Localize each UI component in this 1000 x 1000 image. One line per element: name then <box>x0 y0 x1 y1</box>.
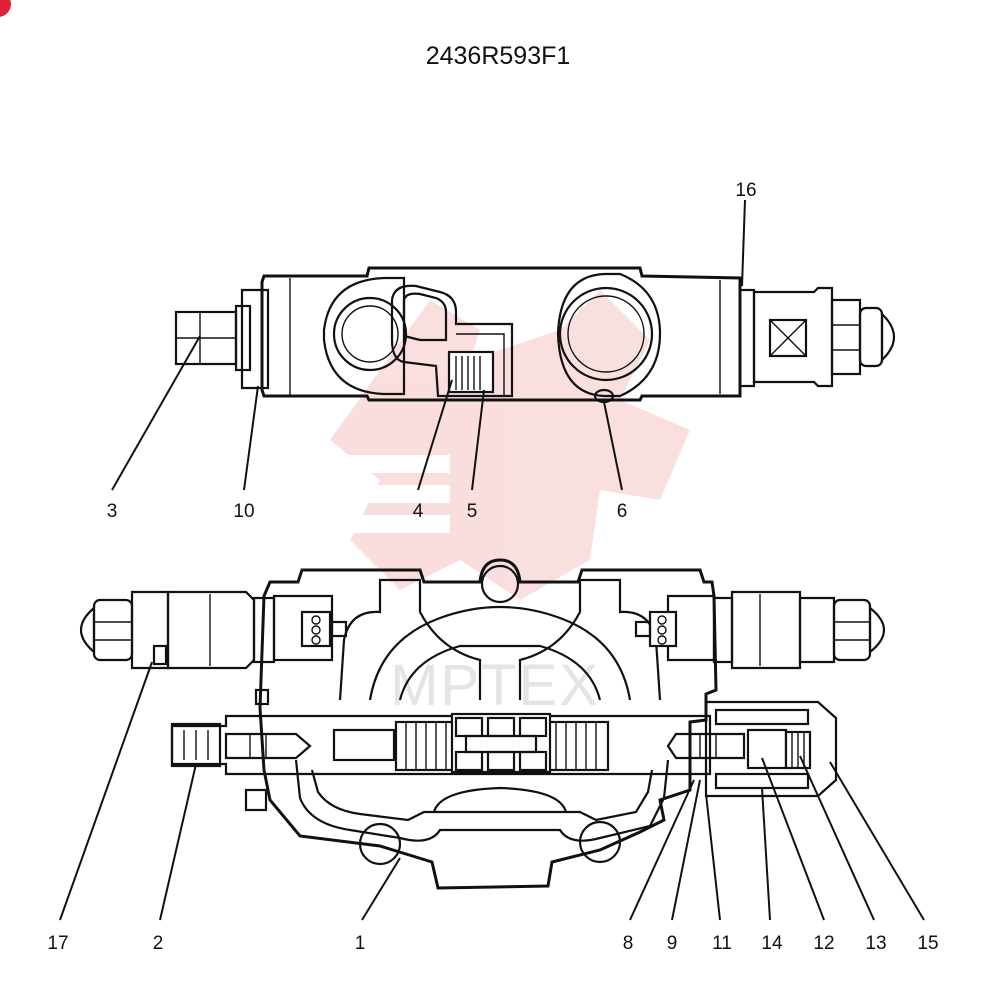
callout-15: 15 <box>917 933 938 954</box>
drawing-id: 2436R593F1 <box>426 42 571 70</box>
callout-11: 11 <box>712 933 732 954</box>
callout-16: 16 <box>735 180 756 201</box>
callout-13: 13 <box>865 933 886 954</box>
callout-17: 17 <box>47 933 68 954</box>
spool <box>170 714 712 776</box>
top-valve-body <box>260 266 742 402</box>
top-view <box>174 266 896 404</box>
callouts: 16 3 10 4 5 6 17 2 1 8 9 11 14 12 13 15 <box>47 180 938 954</box>
leader-lines <box>59 199 925 921</box>
callout-14: 14 <box>761 933 783 954</box>
left-relief-valve <box>166 590 256 670</box>
callout-3: 3 <box>107 501 118 522</box>
callout-2: 2 <box>153 933 164 954</box>
callout-12: 12 <box>813 933 834 954</box>
bottom-valve-body <box>258 558 718 890</box>
top-port-right <box>558 286 654 382</box>
callout-6: 6 <box>617 501 628 522</box>
corner-badge <box>0 0 11 17</box>
bottom-left-acorn-nut <box>79 605 96 655</box>
top-port-left <box>332 296 408 372</box>
watermark-logo <box>300 290 690 600</box>
callout-4: 4 <box>413 501 424 522</box>
callout-5: 5 <box>467 501 478 522</box>
top-acorn-nut <box>880 311 896 363</box>
callout-8: 8 <box>623 933 634 954</box>
right-relief-valve <box>730 590 802 670</box>
bottom-right-acorn-nut <box>868 605 886 655</box>
callout-9: 9 <box>667 933 678 954</box>
callout-10: 10 <box>233 501 254 522</box>
watermark-text: MPTEX <box>390 653 600 718</box>
bottom-view <box>79 558 886 890</box>
callout-1: 1 <box>355 933 366 954</box>
